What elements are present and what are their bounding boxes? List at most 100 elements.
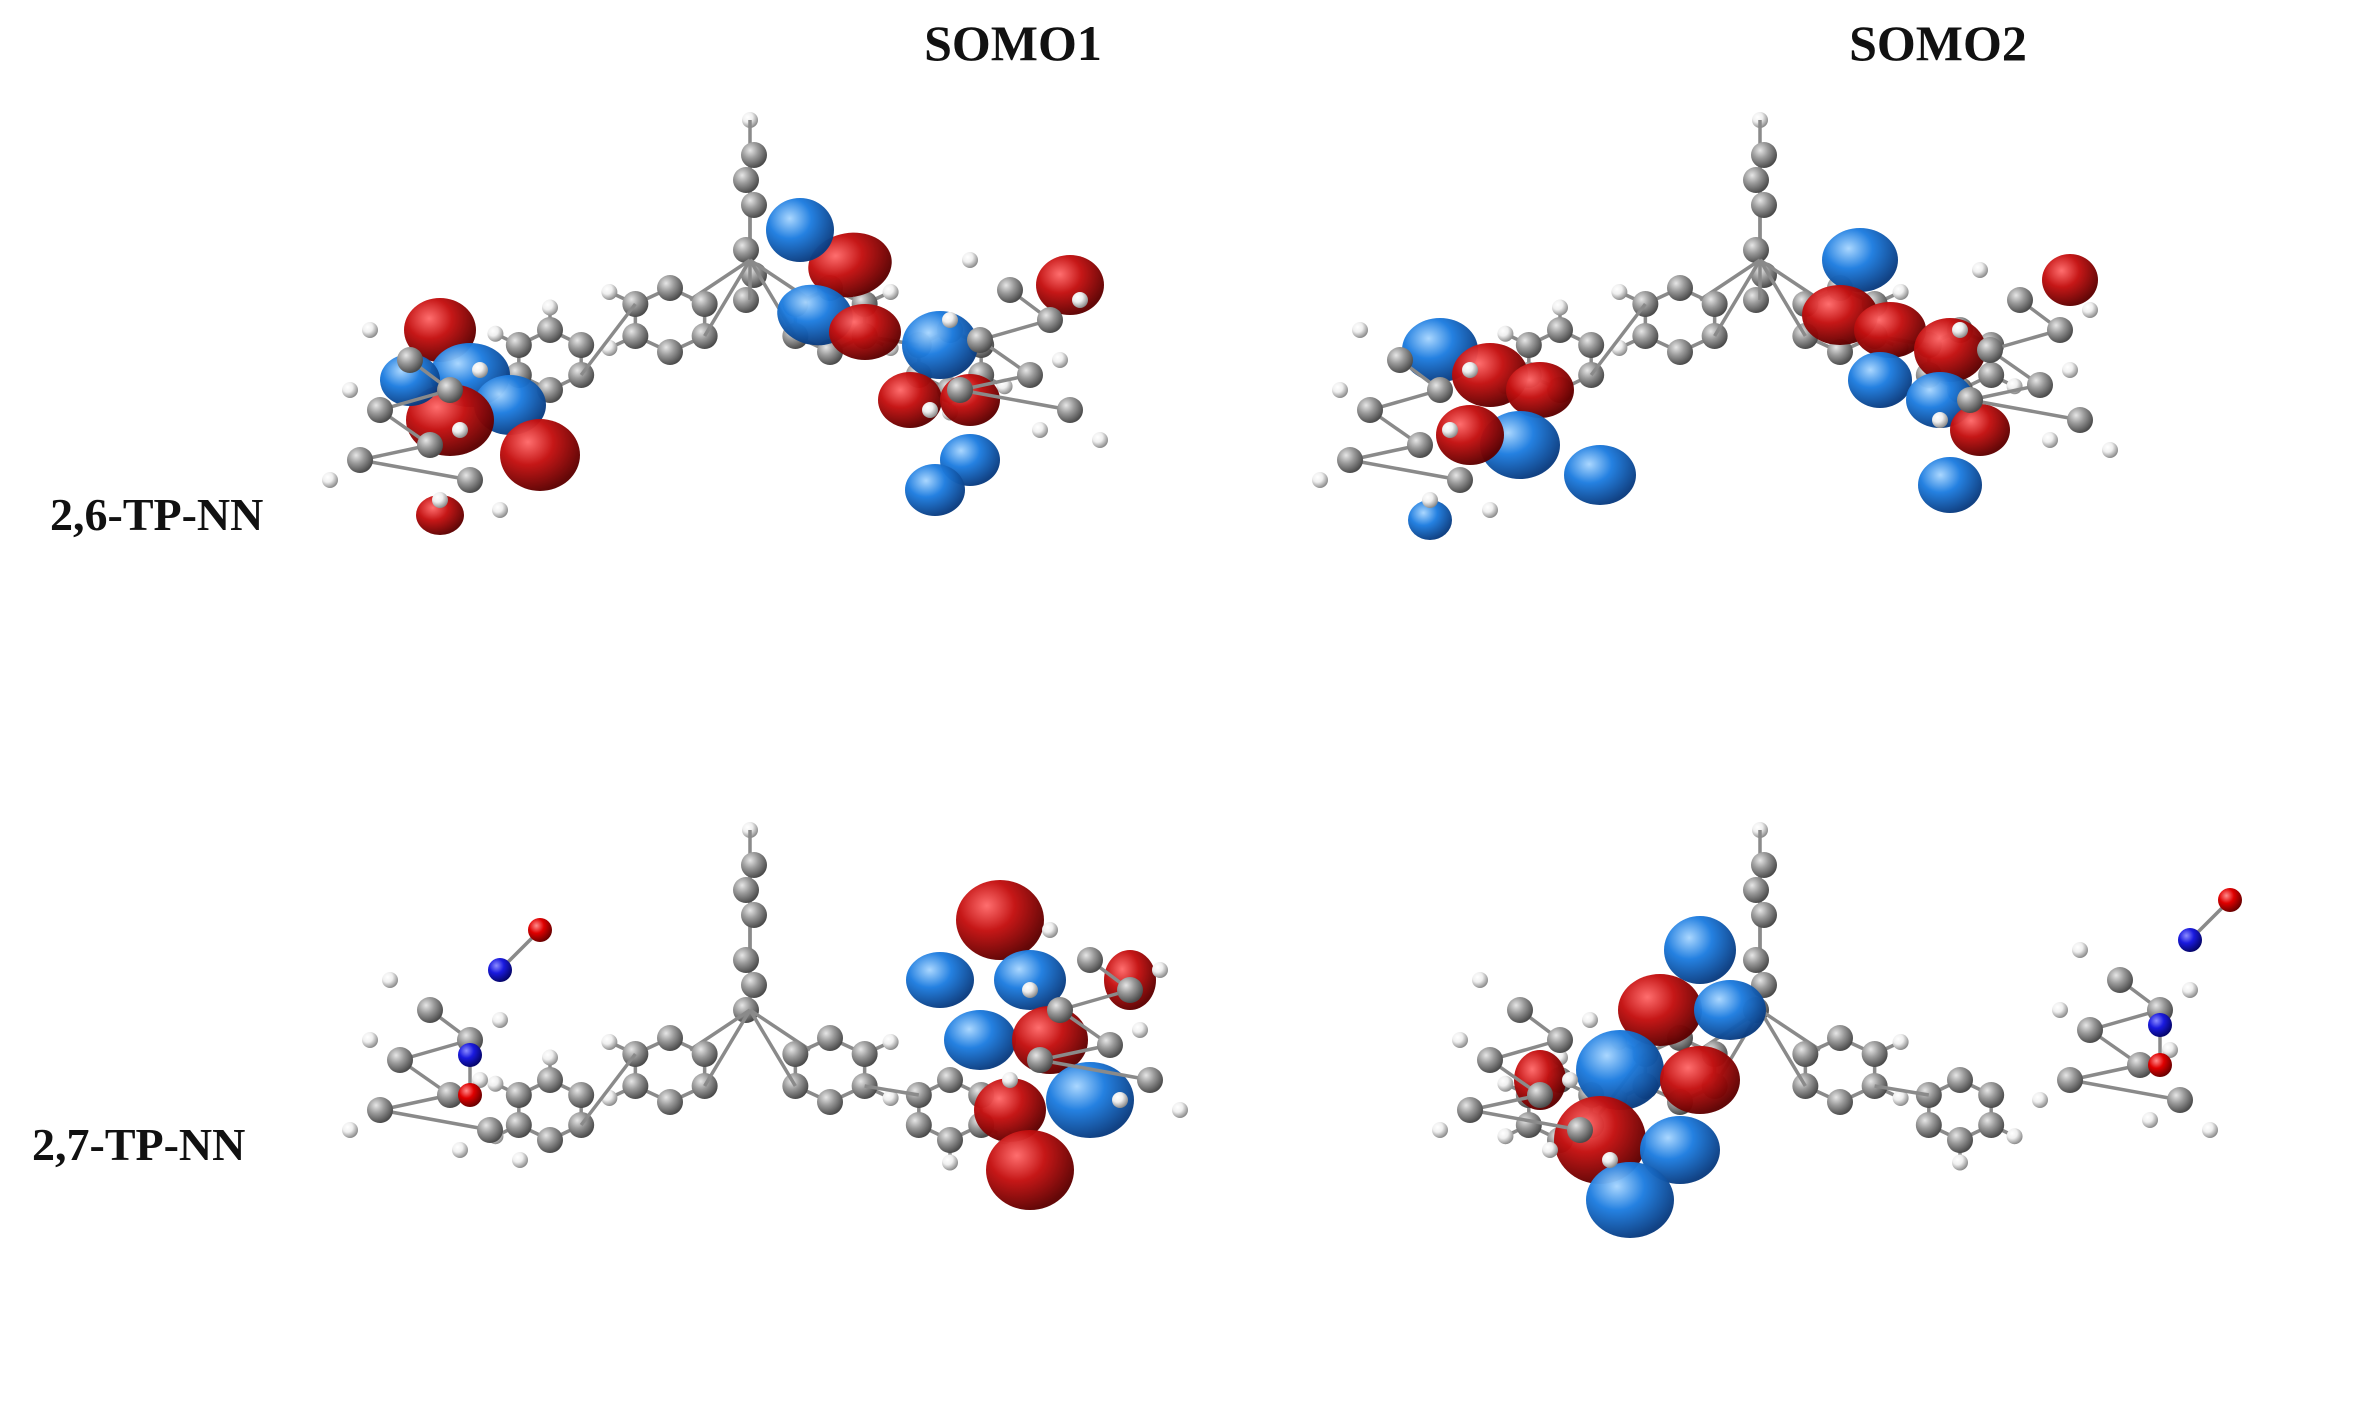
carbon-atom: [505, 332, 532, 358]
carbon-atom: [437, 377, 463, 403]
bond-line: [379, 1108, 491, 1132]
carbon-atom: [1037, 307, 1063, 333]
hydrogen-atom: [1072, 292, 1088, 308]
carbon-atom: [1667, 275, 1693, 301]
carbon-atom: [657, 1089, 683, 1115]
column-header-somo2: SOMO2: [1849, 15, 2027, 71]
carbon-atom: [1477, 1047, 1503, 1073]
carbon-atom: [505, 1112, 532, 1138]
carbon-atom: [1915, 1112, 1942, 1138]
carbon-atom: [568, 1082, 595, 1108]
carbon-atom: [1507, 997, 1533, 1023]
carbon-atom: [1751, 902, 1777, 928]
hydrogen-atom: [472, 1072, 488, 1088]
carbon-atom: [1743, 167, 1769, 193]
carbon-atom: [1978, 362, 2005, 388]
bond-line: [2069, 1078, 2181, 1102]
positive-orbital-lobe: [829, 304, 901, 360]
carbon-atom: [1751, 852, 1777, 878]
carbon-atom: [2057, 1067, 2083, 1093]
hydrogen-atom: [1312, 472, 1328, 488]
bond-line: [579, 302, 637, 377]
carbon-atom: [417, 432, 443, 458]
negative-orbital-lobe: [1576, 1030, 1664, 1110]
positive-orbital-lobe: [1914, 318, 1986, 382]
carbon-atom: [937, 1127, 963, 1153]
hydrogen-atom: [382, 972, 398, 988]
negative-orbital-lobe: [1694, 980, 1766, 1040]
hydrogen-atom: [2102, 442, 2118, 458]
carbon-atom: [1567, 1117, 1593, 1143]
carbon-atom: [1547, 317, 1573, 343]
hydrogen-atom: [962, 252, 978, 268]
hydrogen-atom: [1092, 432, 1108, 448]
bond-line: [1758, 259, 1807, 337]
negative-orbital-lobe: [906, 952, 974, 1008]
bond-line: [1589, 302, 1647, 377]
carbon-atom: [537, 317, 563, 343]
carbon-atom: [1337, 447, 1363, 473]
carbon-atom: [1077, 947, 1103, 973]
nitrogen-atom: [2178, 928, 2202, 952]
oxygen-atom: [2218, 888, 2242, 912]
negative-orbital-lobe: [1586, 1162, 1674, 1238]
carbon-atom: [1861, 1041, 1888, 1067]
carbon-atom: [1792, 1073, 1819, 1099]
hydrogen-atom: [2202, 1122, 2218, 1138]
carbon-atom: [2107, 967, 2133, 993]
hydrogen-atom: [492, 502, 508, 518]
negative-orbital-lobe: [766, 198, 834, 262]
hydrogen-atom: [1052, 352, 1068, 368]
hydrogen-atom: [2162, 1042, 2178, 1058]
positive-orbital-lobe: [500, 419, 580, 491]
hydrogen-atom: [342, 1122, 358, 1138]
hydrogen-atom: [2052, 1002, 2068, 1018]
carbon-atom: [691, 323, 718, 349]
carbon-atom: [691, 1041, 718, 1067]
carbon-atom: [1915, 1082, 1942, 1108]
hydrogen-atom: [601, 1034, 618, 1050]
hydrogen-atom: [542, 1049, 558, 1066]
bond-line: [1758, 1009, 1807, 1087]
carbon-atom: [1547, 1027, 1573, 1053]
carbon-atom: [1027, 1047, 1053, 1073]
bond-line: [864, 1084, 920, 1097]
negative-orbital-lobe: [1408, 500, 1452, 540]
carbon-atom: [1097, 1032, 1123, 1058]
hydrogen-atom: [487, 1075, 504, 1092]
hydrogen-atom: [2032, 1092, 2048, 1108]
carbon-atom: [1751, 142, 1777, 168]
positive-orbital-lobe: [1618, 974, 1702, 1046]
carbon-atom: [905, 1112, 932, 1138]
hydrogen-atom: [542, 299, 558, 316]
carbon-atom: [691, 1073, 718, 1099]
carbon-atom: [1632, 323, 1659, 349]
carbon-atom: [817, 1089, 843, 1115]
carbon-atom: [1427, 377, 1453, 403]
negative-orbital-lobe: [1640, 1116, 1720, 1184]
carbon-atom: [782, 1073, 809, 1099]
carbon-atom: [1947, 1127, 1973, 1153]
positive-orbital-lobe: [416, 495, 464, 535]
carbon-atom: [657, 1025, 683, 1051]
carbon-atom: [1978, 1112, 2005, 1138]
hydrogen-atom: [1462, 362, 1478, 378]
panel-2-6-somo2: [1312, 112, 2118, 540]
bond-line: [359, 458, 471, 482]
hydrogen-atom: [1422, 492, 1438, 508]
hydrogen-atom: [1892, 1090, 1909, 1106]
carbon-atom: [733, 237, 759, 263]
negative-orbital-lobe: [1822, 228, 1898, 292]
carbon-atom: [1527, 1082, 1553, 1108]
positive-orbital-lobe: [808, 232, 892, 298]
carbon-atom: [741, 852, 767, 878]
bond-line: [579, 1052, 637, 1127]
hydrogen-atom: [452, 422, 468, 438]
carbon-atom: [997, 277, 1023, 303]
carbon-atom: [1743, 877, 1769, 903]
bond-line: [1969, 398, 2081, 422]
hydrogen-atom: [1152, 962, 1168, 978]
hydrogen-atom: [2082, 302, 2098, 318]
hydrogen-atom: [1022, 982, 1038, 998]
carbon-atom: [741, 142, 767, 168]
